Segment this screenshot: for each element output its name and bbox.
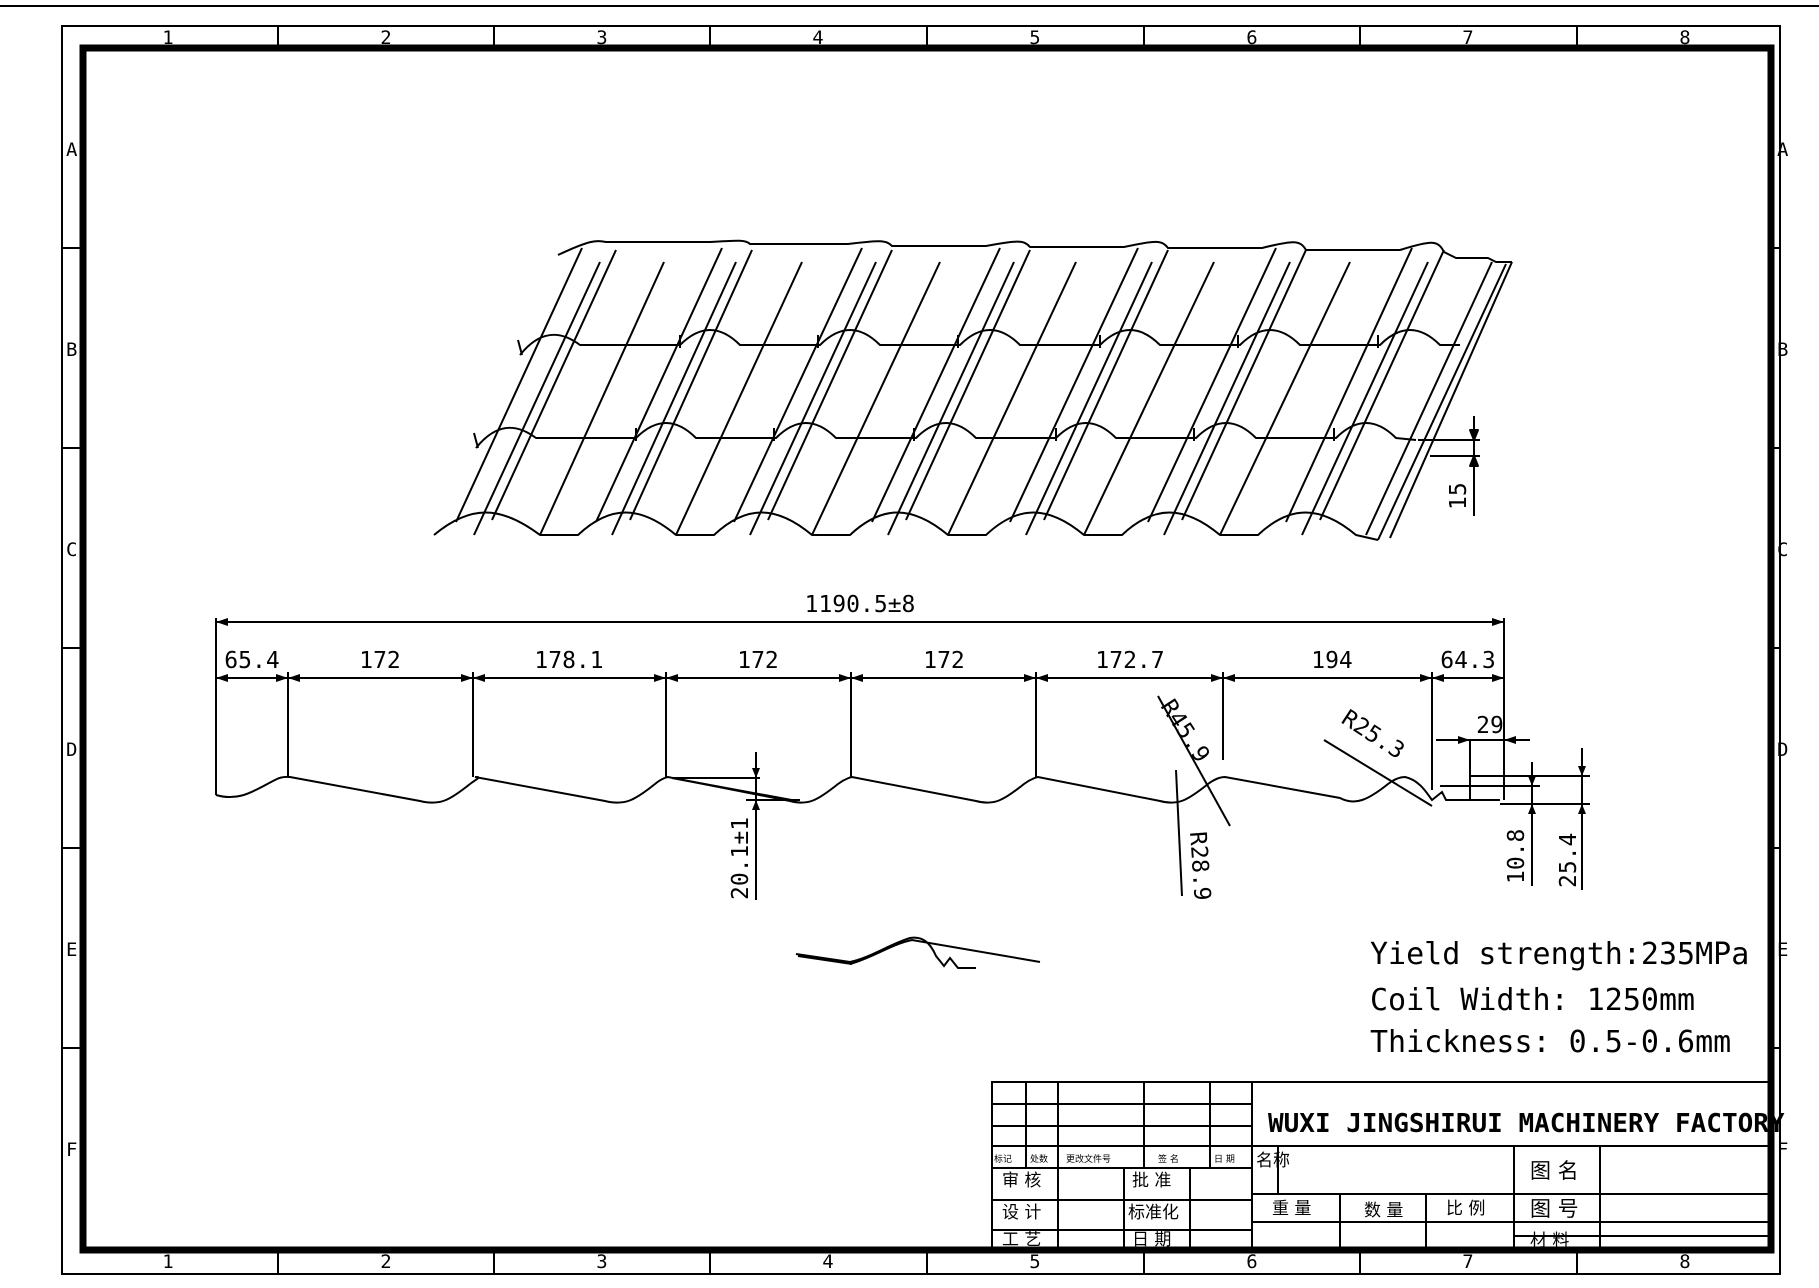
row-label-B: B bbox=[66, 339, 77, 361]
rev-header-count: 处数 bbox=[1030, 1153, 1048, 1165]
name-label: 名称 bbox=[1256, 1151, 1290, 1171]
drawing-no-label: 图 号 bbox=[1530, 1197, 1579, 1221]
col-label-5: 5 bbox=[1029, 27, 1040, 49]
row-label-B-right: B bbox=[1777, 339, 1788, 361]
col-label-5-bottom: 5 bbox=[1029, 1251, 1040, 1273]
profile-line bbox=[215, 775, 1500, 804]
dim-radius-2: R28.9 bbox=[1184, 831, 1215, 902]
dim-seg-2: 172 bbox=[359, 648, 401, 674]
rev-header-sign: 签 名 bbox=[1158, 1153, 1179, 1165]
rev-header-mark: 标记 bbox=[994, 1153, 1012, 1165]
rev-header-date: 日 期 bbox=[1214, 1154, 1235, 1165]
dim-seg-4: 172 bbox=[737, 648, 779, 674]
col-label-8: 8 bbox=[1679, 27, 1690, 49]
tile-back-edge bbox=[557, 239, 1512, 263]
note-coil-width: Coil Width: 1250mm bbox=[1370, 983, 1695, 1018]
dim-wave-height: 20.1±1 bbox=[728, 817, 754, 900]
radius-2-leader bbox=[1175, 769, 1183, 897]
col-label-4-bottom: 4 bbox=[822, 1251, 833, 1273]
dim-edge-height-2: 25.4 bbox=[1556, 833, 1582, 888]
dim-seg-8: 64.3 bbox=[1440, 648, 1495, 674]
col-label-7-bottom: 7 bbox=[1462, 1251, 1473, 1273]
quantity-label: 数 量 bbox=[1364, 1201, 1403, 1221]
row-label-F: F bbox=[66, 1139, 77, 1161]
step-row-1b bbox=[517, 335, 1379, 356]
step-row-2 bbox=[475, 422, 1417, 449]
row-label-A-right: A bbox=[1777, 139, 1789, 161]
profile-section bbox=[215, 618, 1590, 900]
col-label-2-bottom: 2 bbox=[380, 1251, 391, 1273]
profile-extension-lines bbox=[215, 618, 1505, 800]
dim-edge-height-1: 10.8 bbox=[1504, 829, 1530, 884]
row-label-E: E bbox=[66, 939, 77, 961]
row-label-F-right: F bbox=[1777, 1139, 1788, 1161]
step-row-2b bbox=[473, 428, 1335, 449]
standard-label: 标准化 bbox=[1128, 1203, 1179, 1223]
col-label-1: 1 bbox=[162, 27, 173, 49]
valley-lines bbox=[539, 261, 1351, 536]
rev-header-docno: 更改文件号 bbox=[1066, 1153, 1111, 1165]
col-label-7: 7 bbox=[1462, 27, 1473, 49]
date-label: 日 期 bbox=[1132, 1230, 1171, 1250]
dim-seg-6: 172.7 bbox=[1095, 648, 1164, 674]
col-label-1-bottom: 1 bbox=[162, 1251, 173, 1273]
material-label: 材 料 bbox=[1530, 1231, 1569, 1251]
col-label-8-bottom: 8 bbox=[1679, 1251, 1690, 1273]
title-block bbox=[991, 1081, 1772, 1251]
dim-radius-1: R45.9 bbox=[1155, 695, 1215, 767]
row-labels-left: A B C D E F bbox=[66, 139, 78, 1161]
outer-border bbox=[61, 25, 1781, 1275]
company-name: WUXI JINGSHIRUI MACHINERY FACTORY bbox=[1268, 1109, 1785, 1139]
col-label-6: 6 bbox=[1246, 27, 1257, 49]
col-label-4: 4 bbox=[812, 27, 823, 49]
row-label-C: C bbox=[66, 539, 77, 561]
process-label: 工 艺 bbox=[1002, 1230, 1041, 1250]
col-label-3: 3 bbox=[596, 27, 607, 49]
row-label-C-right: C bbox=[1777, 539, 1788, 561]
wave-ext-slope bbox=[671, 777, 798, 802]
dim-seg-5: 172 bbox=[923, 648, 965, 674]
row-labels-right: A B C D E F bbox=[1777, 139, 1789, 1161]
dim-edge-width: 29 bbox=[1476, 713, 1504, 739]
dim-seg-1: 65.4 bbox=[224, 648, 279, 674]
drawing-name-label: 图 名 bbox=[1530, 1159, 1579, 1183]
crest-lines bbox=[455, 247, 1513, 541]
weight-label: 重 量 bbox=[1272, 1199, 1311, 1219]
dim-seg-7: 194 bbox=[1311, 648, 1353, 674]
dim-radius-3: R25.3 bbox=[1337, 705, 1409, 765]
dim-seg-3: 178.1 bbox=[534, 648, 603, 674]
tile-sheet-isometric bbox=[433, 239, 1513, 541]
radius-3-leader bbox=[1323, 739, 1433, 807]
row-label-D-right: D bbox=[1777, 739, 1788, 761]
profile-dim-arrows bbox=[216, 618, 1586, 814]
col-label-6-bottom: 6 bbox=[1246, 1251, 1257, 1273]
dim-tile-step: 15 bbox=[1446, 482, 1472, 510]
design-label: 设 计 bbox=[1002, 1203, 1041, 1223]
radius-1-leader bbox=[1157, 695, 1231, 827]
note-yield-strength: Yield strength:235MPa bbox=[1370, 937, 1749, 972]
scale-label: 比 例 bbox=[1446, 1199, 1485, 1219]
col-label-3-bottom: 3 bbox=[596, 1251, 607, 1273]
zone-ticks bbox=[62, 26, 1780, 1274]
row-label-E-right: E bbox=[1777, 939, 1788, 961]
tile-step-arrows bbox=[1469, 429, 1479, 467]
review-label: 审 核 bbox=[1002, 1171, 1041, 1191]
note-thickness: Thickness: 0.5-0.6mm bbox=[1370, 1025, 1731, 1060]
tile-front-edge bbox=[433, 511, 1379, 541]
col-label-2: 2 bbox=[380, 27, 391, 49]
step-row-1 bbox=[519, 329, 1460, 356]
approve-label: 批 准 bbox=[1132, 1171, 1171, 1191]
step-detail-sketch bbox=[795, 936, 1041, 969]
row-label-A: A bbox=[66, 139, 78, 161]
column-labels-bottom: 1 2 3 4 5 6 7 8 bbox=[162, 1251, 1690, 1273]
column-labels-top: 1 2 3 4 5 6 7 8 bbox=[162, 27, 1690, 49]
dim-overall: 1190.5±8 bbox=[805, 592, 916, 618]
row-label-D: D bbox=[66, 739, 77, 761]
